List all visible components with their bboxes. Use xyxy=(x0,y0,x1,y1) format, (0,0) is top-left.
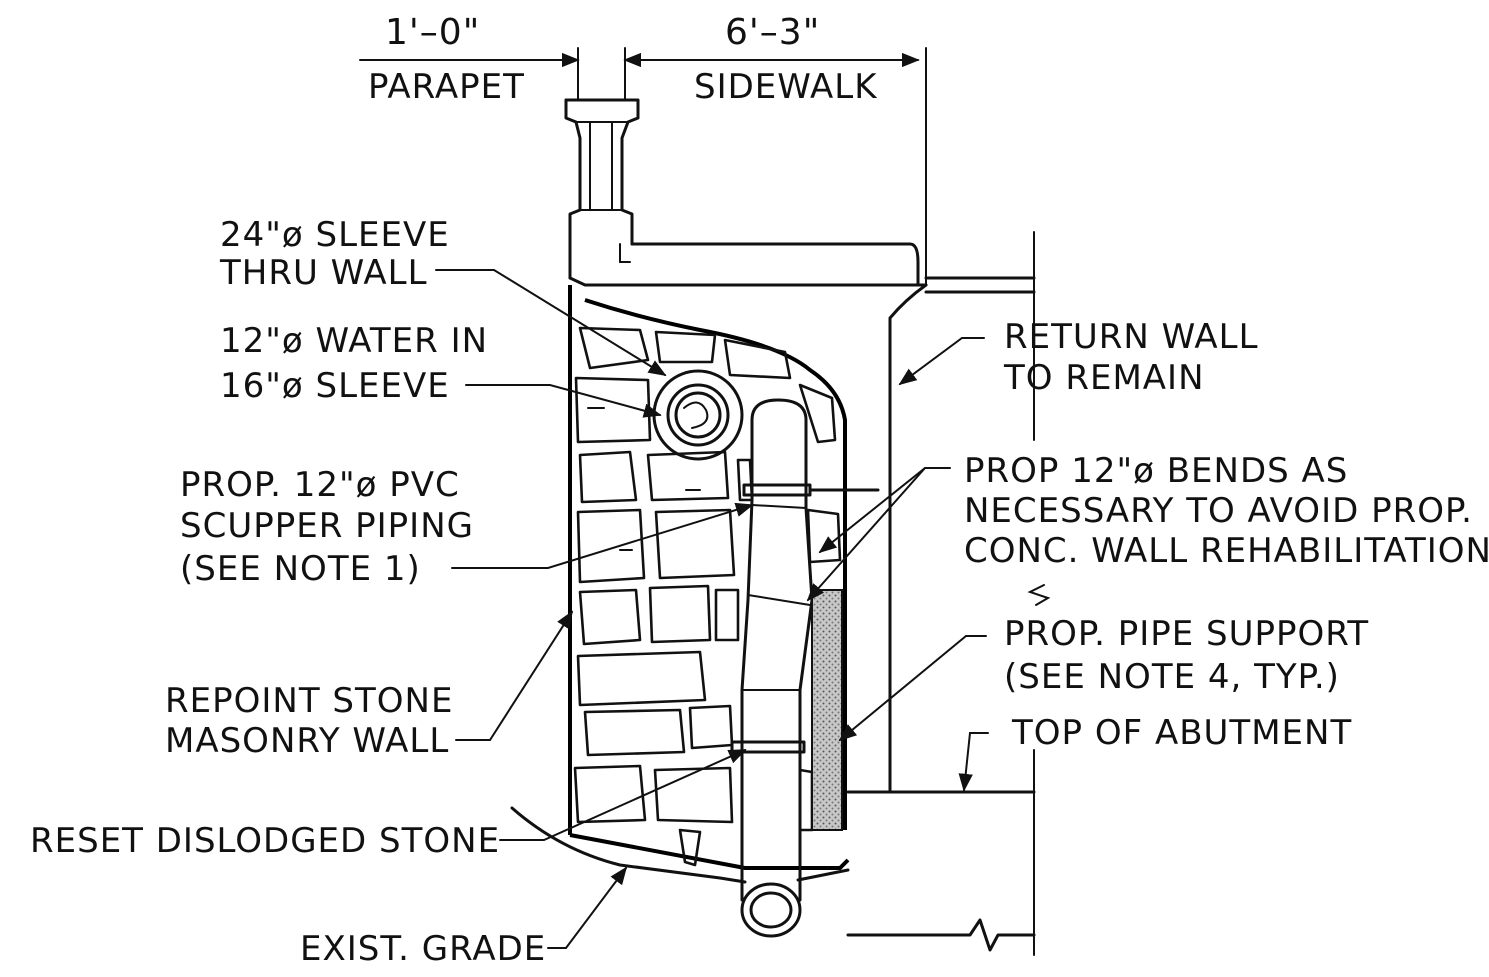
sidewalk-label: SIDEWALK xyxy=(694,67,878,107)
top-abutment-label: TOP OF ABUTMENT xyxy=(1011,713,1352,753)
svg-text:NECESSARY TO AVOID PROP.: NECESSARY TO AVOID PROP. xyxy=(964,491,1473,531)
dimension-lines xyxy=(359,47,927,286)
pipe-support-label: PROP. PIPE SUPPORT (SEE NOTE 4, TYP.) xyxy=(1004,614,1369,697)
existing-grade-label: EXIST. GRADE xyxy=(300,929,546,969)
abutment xyxy=(846,749,1036,956)
water-12-label: 12"ø WATER IN 16"ø SLEEVE xyxy=(220,321,488,406)
concrete-rehab-shading xyxy=(811,589,843,831)
svg-text:PROP. 12"ø PVC: PROP. 12"ø PVC xyxy=(180,465,460,505)
svg-text:REPOINT STONE: REPOINT STONE xyxy=(165,681,453,721)
svg-text:MASONRY WALL: MASONRY WALL xyxy=(165,721,449,761)
svg-text:TO REMAIN: TO REMAIN xyxy=(1003,358,1205,398)
parapet xyxy=(564,98,928,287)
svg-text:THRU WALL: THRU WALL xyxy=(219,253,428,293)
svg-text:RETURN WALL: RETURN WALL xyxy=(1004,317,1259,357)
svg-text:CONC. WALL REHABILITATION: CONC. WALL REHABILITATION xyxy=(964,531,1489,571)
return-wall-label: RETURN WALL TO REMAIN xyxy=(1003,317,1259,398)
reset-stone-label: RESET DISLODGED STONE xyxy=(30,821,500,861)
svg-text:16"ø SLEEVE: 16"ø SLEEVE xyxy=(220,366,450,406)
scupper-pipe xyxy=(730,398,880,938)
parapet-label: PARAPET xyxy=(368,67,525,107)
parapet-dimension: 1'–0" xyxy=(385,12,480,53)
sleeve-24-water-12 xyxy=(652,369,744,461)
sleeve-24-label: 24"ø SLEEVE THRU WALL xyxy=(219,215,450,293)
svg-text:24"ø SLEEVE: 24"ø SLEEVE xyxy=(220,215,450,255)
svg-text:(SEE NOTE 4, TYP.): (SEE NOTE 4, TYP.) xyxy=(1004,657,1340,697)
svg-text:12"ø WATER IN: 12"ø WATER IN xyxy=(220,321,488,361)
existing-grade-line xyxy=(510,806,747,884)
svg-text:PROP. PIPE SUPPORT: PROP. PIPE SUPPORT xyxy=(1004,614,1369,654)
leader-lines xyxy=(435,269,1051,949)
svg-text:SCUPPER PIPING: SCUPPER PIPING xyxy=(180,506,474,546)
bends-label: PROP 12"ø BENDS AS NECESSARY TO AVOID PR… xyxy=(964,451,1489,571)
return-wall xyxy=(888,231,1036,794)
svg-text:PROP 12"ø BENDS AS: PROP 12"ø BENDS AS xyxy=(964,451,1348,491)
scupper-label: PROP. 12"ø PVC SCUPPER PIPING (SEE NOTE … xyxy=(180,465,474,589)
svg-text:(SEE NOTE 1): (SEE NOTE 1) xyxy=(180,549,421,589)
repoint-label: REPOINT STONE MASONRY WALL xyxy=(165,681,453,761)
sidewalk-dimension: 6'–3" xyxy=(725,12,820,53)
